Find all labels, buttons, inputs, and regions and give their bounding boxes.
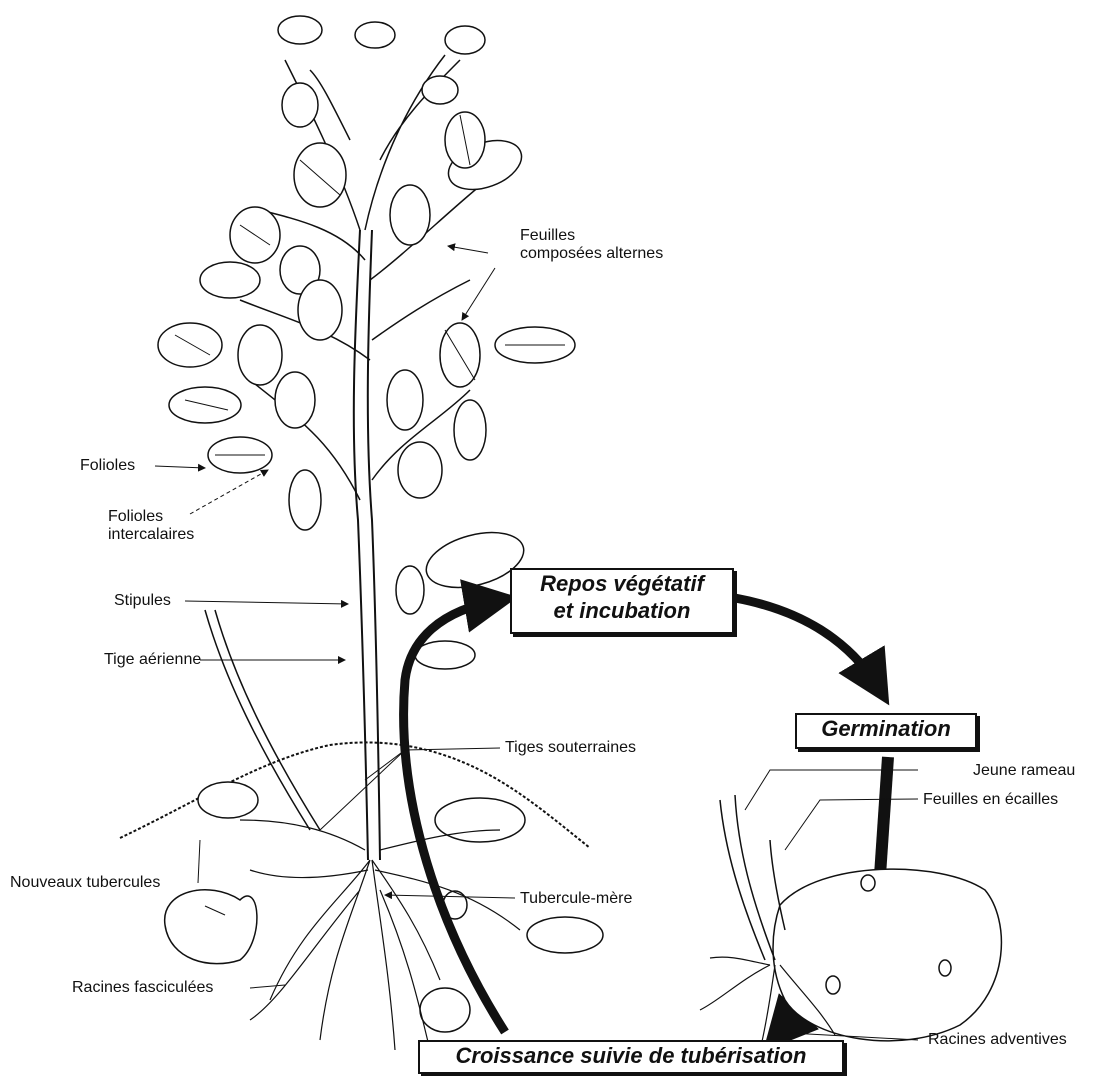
label-folioles: Folioles (80, 457, 135, 475)
label-folioles-intercalaires: Folioles intercalaires (108, 508, 194, 544)
label-jeune-rameau: Jeune rameau (973, 762, 1075, 780)
label-feuilles-composees: Feuilles composées alternes (520, 227, 663, 263)
label-tubercule-mere: Tubercule-mère (520, 890, 632, 908)
stage-germination-box: Germination (795, 713, 977, 749)
label-tiges-souterraines: Tiges souterraines (505, 739, 636, 757)
soil-mound (120, 742, 590, 848)
stage-repos-box: Repos végétatif et incubation (510, 568, 734, 634)
label-stipules: Stipules (114, 592, 171, 610)
label-racines-adventives: Racines adventives (928, 1031, 1067, 1049)
label-racines-fasciculees: Racines fasciculées (72, 979, 213, 997)
label-feuilles-ecailles: Feuilles en écailles (923, 791, 1058, 809)
label-feuilles-composees-text: Feuilles composées alternes (520, 227, 663, 263)
label-nouveaux-tubercules: Nouveaux tubercules (10, 874, 160, 892)
germinating-tuber (720, 795, 1001, 1041)
label-tige-aerienne: Tige aérienne (104, 651, 201, 669)
main-stem (354, 230, 380, 860)
stage-croissance-box: Croissance suivie de tubérisation (418, 1040, 844, 1074)
